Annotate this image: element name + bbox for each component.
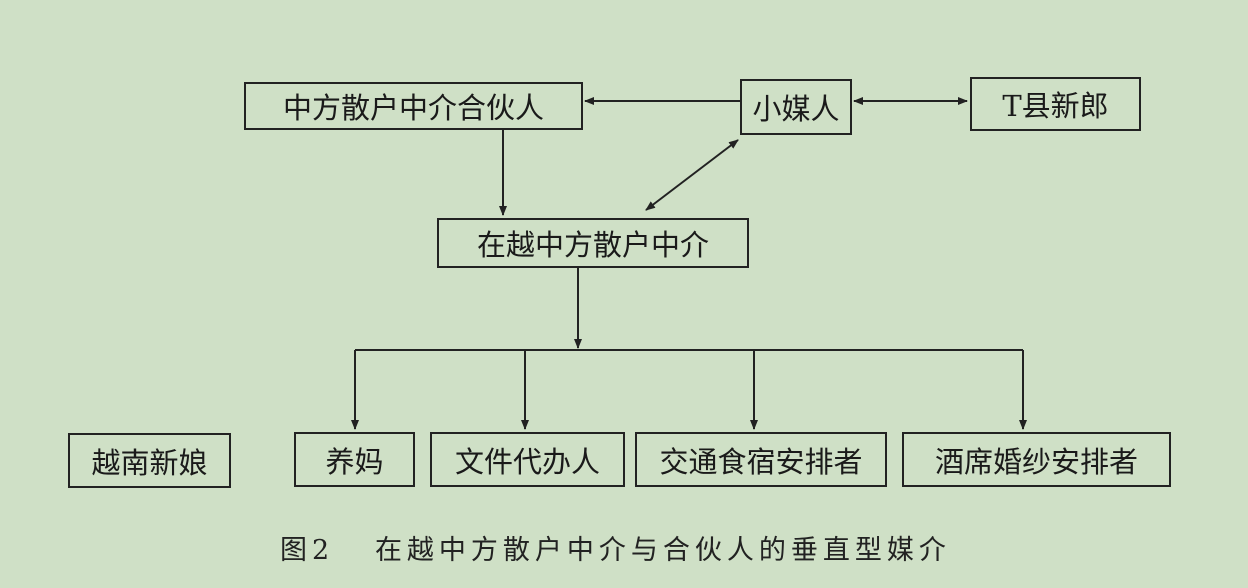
node-groom: T县新郎 [970, 77, 1141, 131]
node-bride: 越南新娘 [68, 433, 231, 488]
node-partner: 中方散户中介合伙人 [244, 82, 583, 130]
node-matchmaker: 小媒人 [740, 79, 852, 135]
node-foster-mother: 养妈 [294, 432, 415, 487]
caption-number: 图2 [280, 535, 335, 566]
node-banquet-dress: 酒席婚纱安排者 [902, 432, 1171, 487]
arrow-matchmaker-local [645, 139, 739, 211]
node-document-agent: 文件代办人 [430, 432, 625, 487]
node-local-broker: 在越中方散户中介 [437, 218, 749, 268]
figure-caption: 图2 在越中方散户中介与合伙人的垂直型媒介 [280, 528, 951, 567]
node-transport-lodging: 交通食宿安排者 [635, 432, 887, 487]
caption-title: 在越中方散户中介与合伙人的垂直型媒介 [374, 535, 951, 566]
